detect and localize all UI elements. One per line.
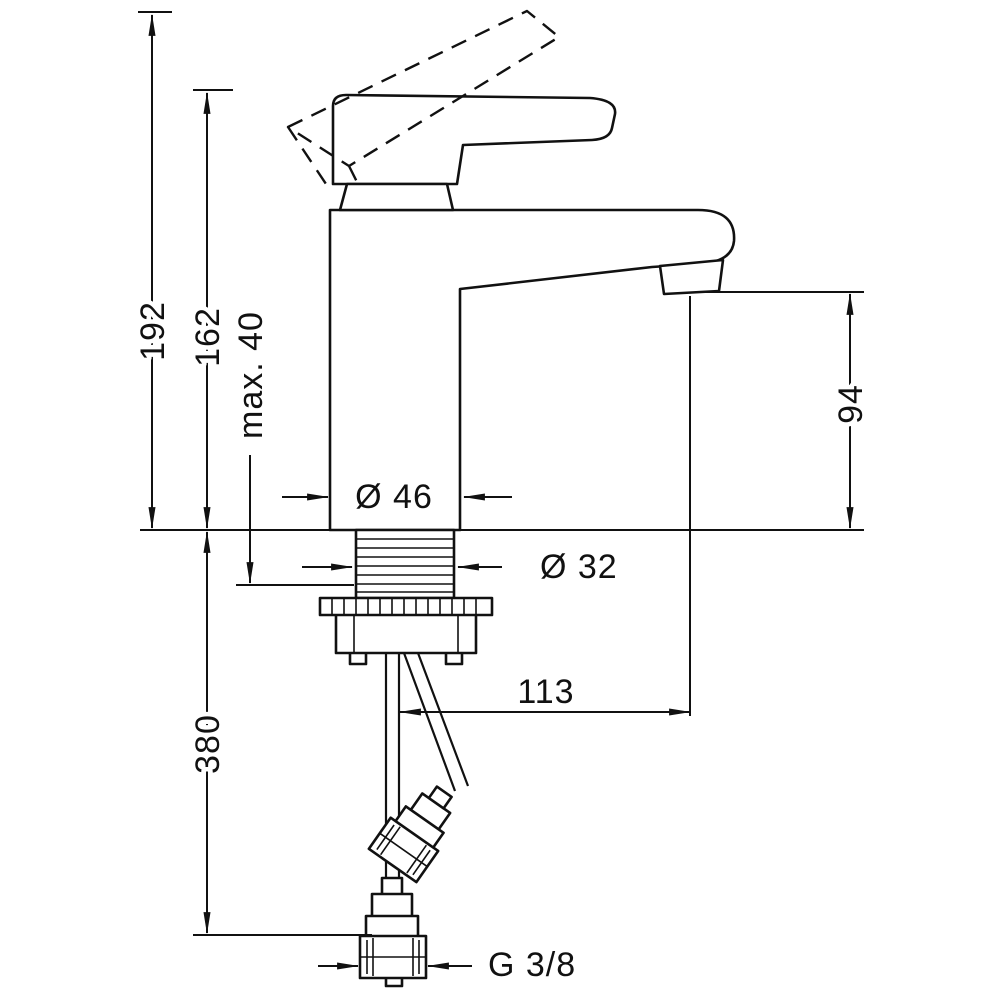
connector-body (358, 876, 428, 988)
dimension-body-diameter: Ø 46 (282, 473, 512, 520)
dim-label-94: 94 (832, 384, 870, 424)
handle-dashed-position (286, 9, 561, 189)
dim-label-192: 192 (134, 301, 172, 361)
shank-threaded-body (354, 528, 456, 600)
dimension-spout-height: 94 (827, 292, 874, 530)
spout-aerator (658, 258, 725, 296)
dimension-shank-diameter: Ø 32 (302, 543, 621, 590)
dimension-connection-thread: G 3/8 (318, 941, 580, 988)
dim-label-g38: G 3/8 (488, 946, 576, 984)
dimension-hose-length: 380 (184, 530, 231, 935)
dimension-max-mounting-depth: max. 40 (227, 307, 274, 585)
shank-thread-lines (356, 538, 454, 593)
dimensions: 192 162 max. 40 380 94 Ø 46 (129, 13, 874, 988)
handle-base (338, 182, 455, 212)
dim-label-32: Ø 32 (540, 548, 618, 586)
handle-lever (331, 93, 617, 186)
connector-knurl (376, 824, 431, 876)
mounting-hardware (318, 596, 494, 666)
dim-label-113: 113 (517, 673, 574, 711)
faucet (286, 9, 736, 988)
dim-label-380: 380 (189, 714, 227, 774)
dimension-overall-height: 192 (129, 13, 176, 530)
dim-label-max40: max. 40 (232, 311, 270, 439)
dim-label-162: 162 (189, 307, 227, 367)
dim-label-46: Ø 46 (355, 478, 433, 516)
reference-lines (138, 11, 864, 936)
mounting-hardware-detail (331, 598, 477, 653)
dimension-spout-reach: 113 (398, 669, 692, 716)
hose-connector-angled (367, 785, 453, 884)
connector-knurl (360, 938, 426, 976)
dimension-body-height: 162 (184, 91, 231, 530)
connector-body (367, 785, 453, 884)
supply-hose-angled (402, 652, 470, 792)
hose-connector-straight (358, 876, 428, 988)
